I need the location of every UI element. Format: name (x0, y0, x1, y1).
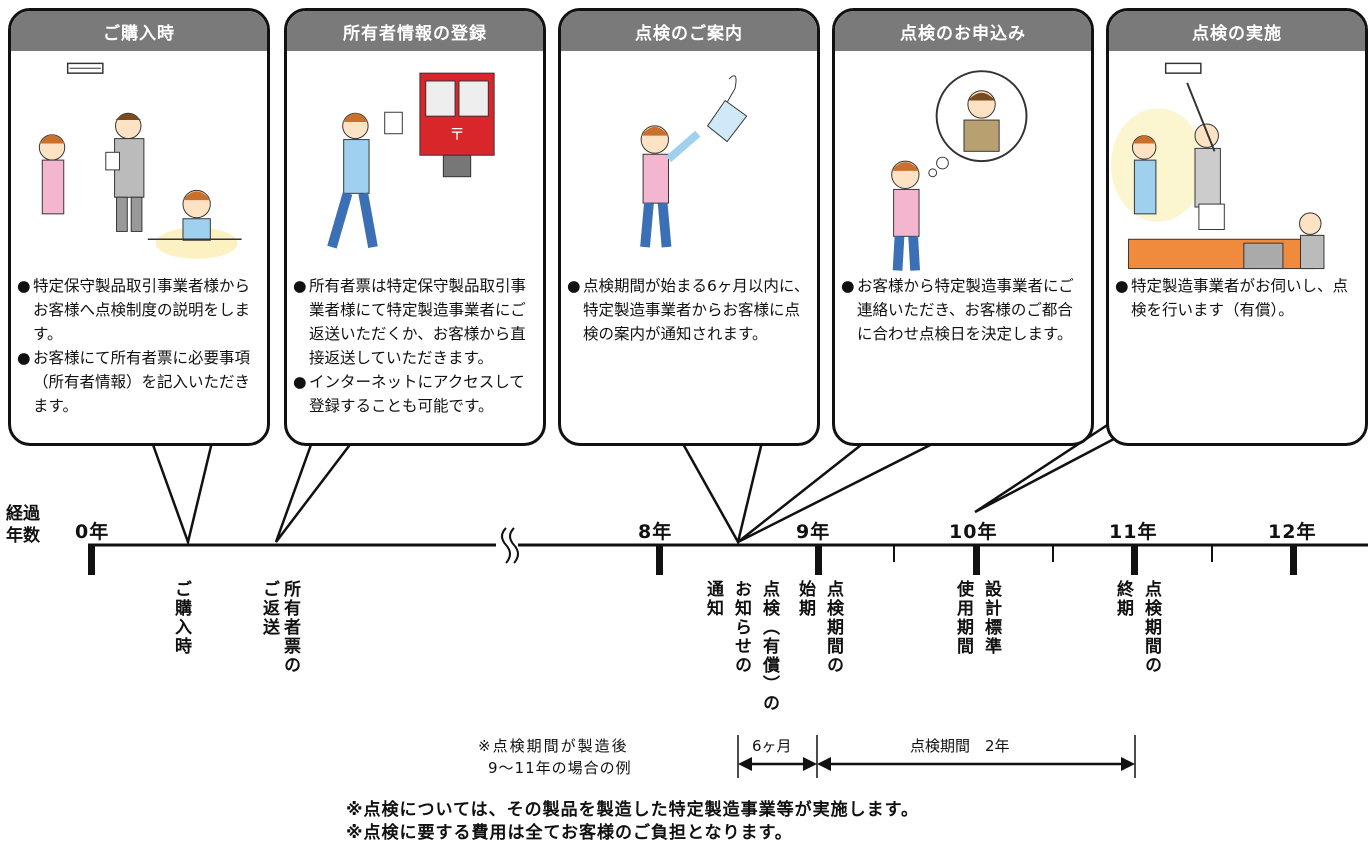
panel-title: 所有者情報の登録 (287, 11, 543, 51)
event-label: 始期 (795, 580, 815, 618)
event-label: お知らせの (731, 580, 751, 675)
footer-note: ※点検については、その製品を製造した特定製造事業等が実施します。 (346, 800, 919, 820)
panel-registration: 所有者情報の登録 〒 ●所有者票は特定保守製品取引事業者様にて特定製造事業者にご… (284, 8, 546, 446)
event-label: 設計標準 (981, 580, 1001, 656)
panel-inspection: 点検の実施 ●特定製造事業者がお伺いし、点検を行います（有償）。 (1106, 8, 1368, 446)
tail-application (737, 428, 961, 544)
year-label: 11年 (1109, 521, 1158, 543)
bullet-text: インターネットにアクセスして登録することも可能です。 (309, 373, 525, 415)
registration-illustration: 〒 (327, 72, 495, 249)
panel-bullets: ●特定製造事業者がお伺いし、点検を行います（有償）。 (1115, 274, 1359, 322)
arrow-heads (738, 757, 1135, 771)
six-months-label: 6ヶ月 (752, 737, 792, 755)
bullet-text: 特定保守製品取引事業者様からお客様へ点検制度の説明をします。 (33, 277, 251, 343)
panel-title: 点検のお申込み (835, 11, 1091, 51)
bullet-text: お客様から特定製造事業者にご連絡いただき、お客様のご都合に合わせ点検日を決定しま… (857, 277, 1074, 343)
footer-note: ※点検に要する費用は全てお客様のご負担となります。 (346, 823, 793, 843)
tail-registration (274, 440, 355, 543)
bullet-text: 所有者票は特定保守製品取引事業者様にて特定製造事業者にご返送いただくか、お客様か… (309, 277, 527, 367)
bullet-text: 特定製造事業者がお伺いし、点検を行います（有償）。 (1131, 277, 1349, 319)
tail-guide (679, 440, 764, 546)
event-label: 使用期間 (953, 580, 973, 656)
svg-text:〒: 〒 (449, 125, 465, 144)
tail-purchase (150, 440, 214, 547)
panel-title: 点検の実施 (1109, 11, 1365, 51)
event-label: 点検期間の (823, 580, 843, 675)
year-label: 10年 (949, 521, 998, 543)
application-illustration (891, 70, 1028, 271)
year-label: 0年 (75, 521, 110, 543)
inspection-illustration (1110, 62, 1325, 270)
panel-purchase: ご購入時 ●特定保守製品取引事業者様からお客様へ点検制度の説明をします。 ●お客… (8, 8, 270, 446)
event-label: ご購入時 (171, 580, 191, 656)
year-label: 12年 (1268, 521, 1317, 543)
panel-bullets: ●点検期間が始まる6ヶ月以内に、特定製造事業者からお客様に点検の案内が通知されま… (567, 274, 811, 346)
minor-ticks (893, 545, 1213, 562)
panel-title: 点検のご案内 (561, 11, 817, 51)
year-label: 8年 (638, 521, 673, 543)
event-label: 終期 (1113, 580, 1133, 618)
event-label: 点検期間の (1141, 580, 1161, 675)
event-label: 点検（有償）の (759, 580, 779, 713)
panel-bullets: ●お客様から特定製造事業者にご連絡いただき、お客様のご都合に合わせ点検日を決定し… (841, 274, 1085, 346)
guide-illustration (640, 75, 748, 248)
axis-label: 経過 年数 (6, 504, 40, 546)
event-label: 通知 (703, 580, 723, 618)
example-note: 9〜11年の場合の例 (488, 759, 632, 777)
bullet-text: お客様にて所有者票に必要事項（所有者情報）を記入いただきます。 (33, 349, 251, 415)
period-brackets (737, 735, 1136, 778)
purchase-illustration (38, 62, 242, 259)
panel-title: ご購入時 (11, 11, 267, 51)
example-note: ※点検期間が製造後 (478, 737, 629, 755)
panel-guide: 点検のご案内 ●点検期間が始まる6ヶ月以内に、特定製造事業者からお客様に点検の案… (558, 8, 820, 446)
axis-break (501, 527, 511, 564)
major-ticks (88, 545, 1297, 575)
period-label: 点検期間 2年 (910, 737, 1010, 755)
panel-application: 点検のお申込み ●お客様から特定製造事業者にご連絡いただき、お客様のご都合に合わ… (832, 8, 1094, 446)
panel-bullets: ●所有者票は特定保守製品取引事業者様にて特定製造事業者にご返送いただくか、お客様… (293, 274, 537, 418)
event-label: 所有者票のご返送 (259, 580, 300, 675)
panel-bullets: ●特定保守製品取引事業者様からお客様へ点検制度の説明をします。 ●お客様にて所有… (17, 274, 261, 418)
year-label: 9年 (796, 521, 831, 543)
bullet-text: 点検期間が始まる6ヶ月以内に、特定製造事業者からお客様に点検の案内が通知されます… (583, 277, 810, 343)
